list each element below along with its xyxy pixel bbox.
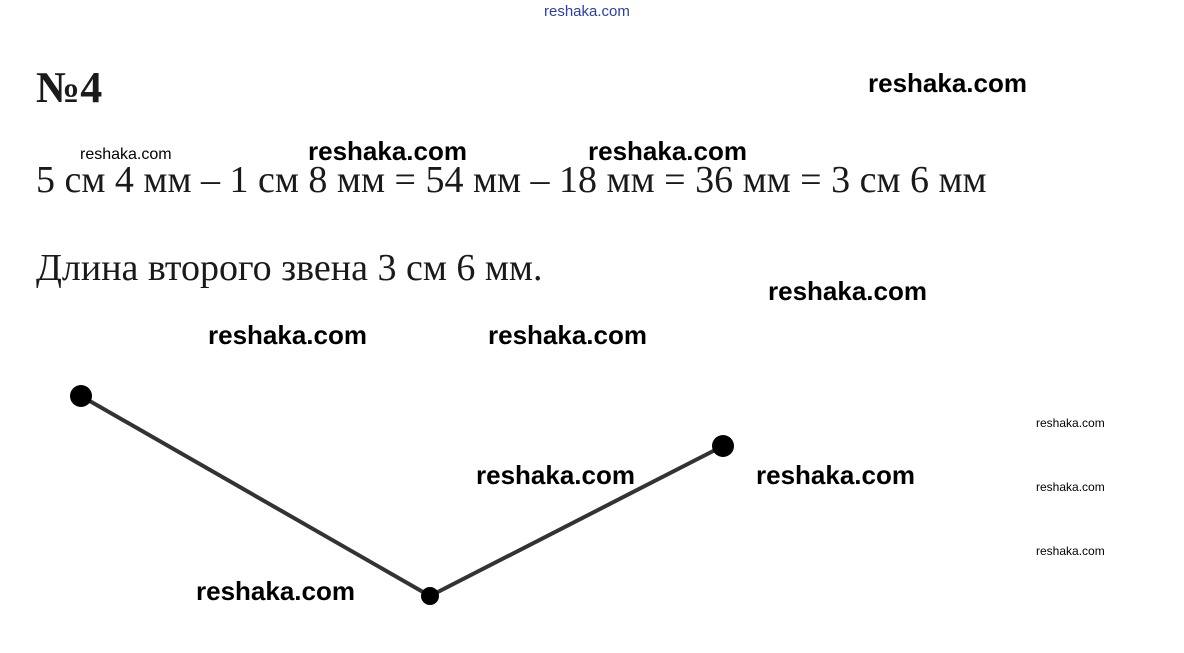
watermark: reshaka.com — [308, 136, 467, 166]
watermark: reshaka.com — [1036, 544, 1105, 558]
watermark: reshaka.com — [488, 320, 647, 350]
watermark: reshaka.com — [196, 576, 355, 606]
watermark: reshaka.com — [756, 460, 915, 490]
end-point — [712, 435, 734, 457]
header-watermark: reshaka.com — [544, 3, 630, 20]
watermark: reshaka.com — [1036, 416, 1105, 430]
watermark: reshaka.com — [768, 276, 927, 306]
watermark: reshaka.com — [868, 68, 1027, 98]
watermark: reshaka.com — [1036, 480, 1105, 494]
start-point — [70, 385, 92, 407]
second-segment — [429, 444, 724, 598]
task-number: №4 — [36, 63, 103, 112]
middle-point — [421, 587, 439, 605]
first-segment — [80, 394, 431, 598]
watermark: reshaka.com — [476, 460, 635, 490]
watermark: reshaka.com — [208, 320, 367, 350]
task-equation: 5 см 4 мм – 1 см 8 мм = 54 мм – 18 мм = … — [36, 159, 987, 201]
watermark: reshaka.com — [80, 146, 172, 163]
task-answer: Длина второго звена 3 см 6 мм. — [36, 247, 543, 289]
watermark: reshaka.com — [588, 136, 747, 166]
